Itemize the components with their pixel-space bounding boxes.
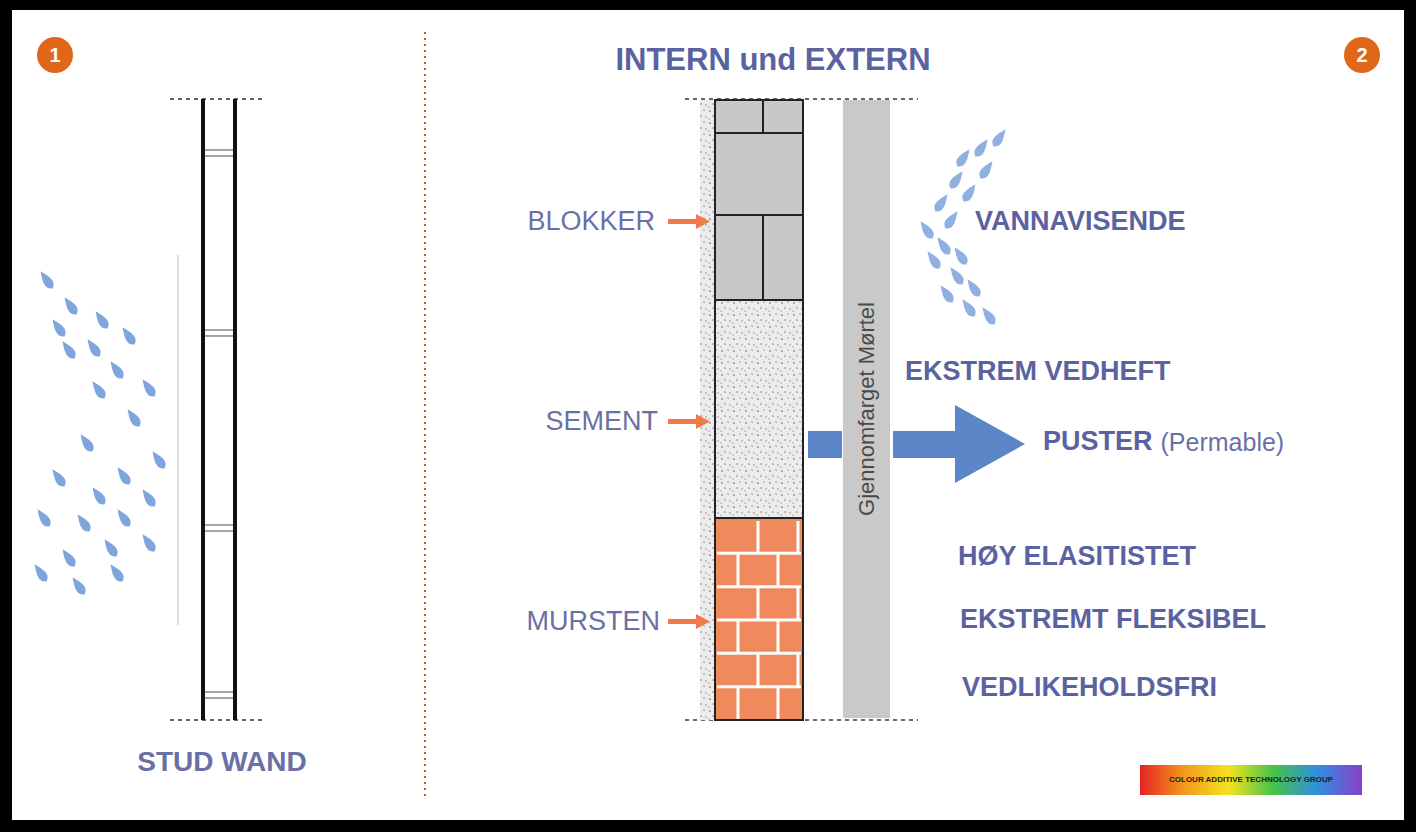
callout-circle bbox=[1344, 37, 1380, 73]
drop bbox=[124, 407, 143, 429]
band-text: Gjennomfarget Mørtel bbox=[854, 302, 880, 516]
drop bbox=[49, 467, 68, 489]
drop bbox=[947, 169, 966, 191]
drop bbox=[92, 309, 111, 331]
title: INTERN und EXTERN bbox=[615, 42, 930, 78]
drop bbox=[947, 265, 966, 287]
drop bbox=[977, 159, 996, 181]
drop bbox=[954, 147, 973, 169]
drop bbox=[937, 283, 956, 305]
drop bbox=[149, 449, 168, 471]
drop bbox=[34, 507, 53, 529]
mortar-band: Gjennomfarget Mørtel bbox=[843, 100, 890, 718]
layer-label: BLOKKER bbox=[527, 206, 655, 237]
drop bbox=[37, 269, 56, 291]
leader-arrow bbox=[668, 214, 710, 629]
wall-label: STUD WAND bbox=[137, 746, 307, 778]
logo bbox=[1140, 765, 1362, 795]
drop bbox=[114, 507, 133, 529]
stud-wall bbox=[170, 99, 265, 720]
drop bbox=[139, 532, 158, 554]
drop bbox=[84, 337, 103, 359]
property-note: (Permable) bbox=[1161, 428, 1285, 457]
masonry-wall bbox=[685, 99, 918, 720]
drop bbox=[49, 317, 68, 339]
drop bbox=[917, 219, 936, 241]
breath-arrow bbox=[808, 405, 1025, 483]
drop bbox=[139, 487, 158, 509]
drop bbox=[942, 209, 961, 231]
drop bbox=[59, 339, 78, 361]
property-label: HØY ELASITISTET bbox=[958, 541, 1196, 572]
property-label: VANNAVISENDE bbox=[975, 206, 1186, 237]
drop bbox=[107, 359, 126, 381]
callout-number: 1 bbox=[49, 44, 60, 67]
drop bbox=[960, 182, 979, 204]
layer-label: MURSTEN bbox=[527, 606, 661, 637]
callout-number: 2 bbox=[1356, 44, 1367, 67]
drop bbox=[932, 192, 951, 214]
drop bbox=[934, 235, 953, 257]
drop bbox=[979, 305, 998, 327]
property-label: EKSTREMT FLEKSIBEL bbox=[960, 604, 1266, 635]
drop bbox=[959, 297, 978, 319]
drop bbox=[972, 137, 991, 159]
drop bbox=[61, 295, 80, 317]
drop bbox=[964, 277, 983, 299]
drop bbox=[74, 512, 93, 534]
rain-drops bbox=[31, 269, 168, 597]
logo-text: COLOUR ADDITIVE TECHNOLOGY GROUP bbox=[1169, 775, 1333, 784]
divider bbox=[424, 32, 426, 796]
panel: INTERN und EXTERN 1STUD WAND 2BLOKKER SEMEN… bbox=[12, 10, 1404, 820]
drop bbox=[107, 562, 126, 584]
drop bbox=[69, 575, 88, 597]
drop bbox=[31, 562, 50, 584]
drop bbox=[139, 377, 158, 399]
drop bbox=[119, 325, 138, 347]
callout-circle bbox=[37, 37, 73, 73]
property-label: EKSTREM VEDHEFT bbox=[905, 356, 1171, 387]
drop bbox=[990, 127, 1009, 149]
property-label: VEDLIKEHOLDSFRI bbox=[962, 672, 1217, 703]
drop bbox=[101, 537, 120, 559]
drop bbox=[924, 249, 943, 271]
layer-label: SEMENT bbox=[545, 406, 658, 437]
drop bbox=[951, 245, 970, 267]
drop bbox=[114, 465, 133, 487]
drop bbox=[77, 432, 96, 454]
drop bbox=[89, 379, 108, 401]
drop bbox=[59, 547, 78, 569]
property-label: PUSTER bbox=[1043, 426, 1153, 457]
drop bbox=[89, 485, 108, 507]
